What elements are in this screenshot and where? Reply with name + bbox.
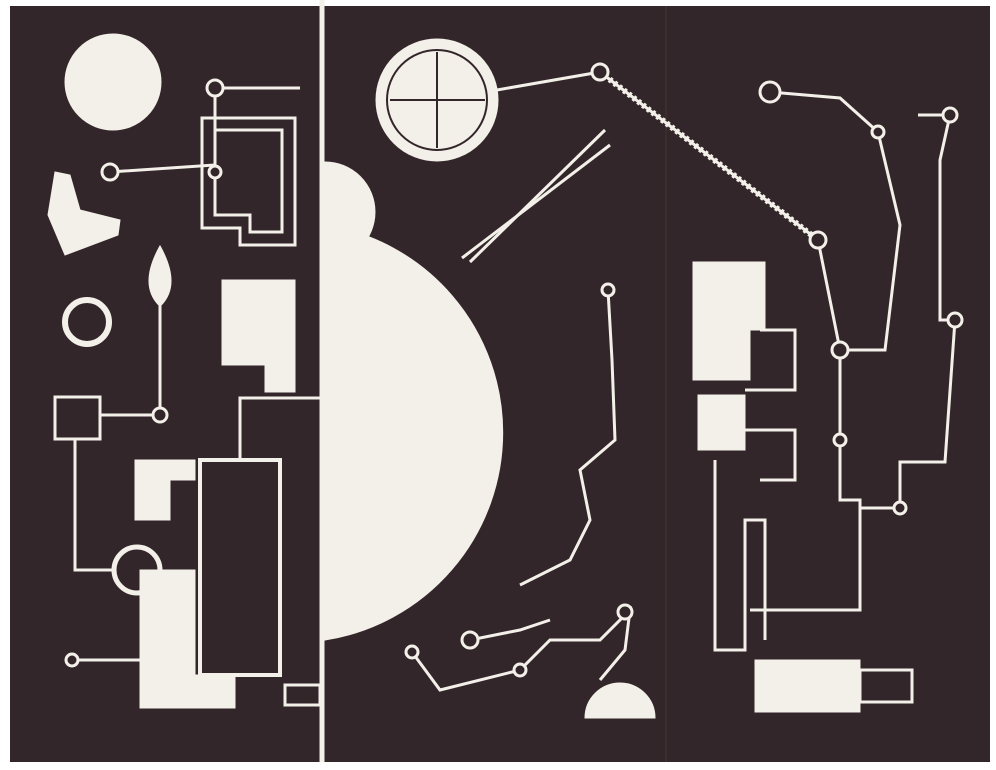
diagonal-rod-line: [461, 143, 611, 260]
square-outline: [53, 395, 102, 441]
node: [64, 652, 80, 668]
outlined-shapes: [53, 38, 914, 707]
right-top-block: [692, 261, 766, 381]
tall-rectangle: [198, 458, 282, 677]
nested-l-inner: [213, 128, 284, 234]
mid-connector-line: [238, 396, 322, 460]
node: [758, 80, 782, 104]
node-circles: [64, 62, 964, 678]
node: [207, 164, 223, 180]
small-rect-outline: [858, 668, 914, 704]
small-bar-outline: [283, 683, 322, 707]
right-mid-block: [697, 394, 746, 451]
node: [600, 282, 616, 298]
node: [892, 500, 908, 516]
left-block: [221, 279, 296, 393]
node: [616, 603, 634, 621]
central-hemisphere: [324, 224, 504, 641]
node: [404, 644, 420, 660]
node: [946, 311, 964, 329]
small-block: [134, 459, 196, 521]
right-chain-line: [496, 70, 862, 612]
top-left-medallion: [64, 33, 162, 131]
node: [830, 340, 850, 360]
node: [460, 630, 480, 650]
right-building-wing: [745, 328, 797, 392]
white-filled-shapes: [47, 33, 861, 719]
lower-left-connector-line: [73, 440, 115, 572]
middle-chain-line: [519, 289, 617, 587]
ring-shape: [62, 297, 112, 347]
nested-l-shape: [200, 116, 297, 247]
lower-circle: [111, 544, 163, 596]
node: [205, 78, 225, 98]
boomerang-shape: [47, 171, 121, 256]
node: [808, 230, 828, 250]
node: [100, 162, 120, 182]
node: [870, 124, 886, 140]
right-building-outline: [713, 460, 767, 652]
lattice-boom: [598, 69, 820, 243]
node: [512, 662, 528, 678]
right-curve-line: [769, 90, 902, 352]
node: [590, 62, 610, 82]
half-dome: [584, 682, 656, 719]
white-line-network: [72, 0, 957, 762]
diagonal-rod-line-2: [468, 128, 607, 264]
bottom-chain-line: [410, 605, 633, 692]
right-bottom-block: [754, 659, 861, 713]
node: [941, 106, 959, 124]
leaf-shape: [148, 244, 172, 308]
bottom-branch-line: [469, 618, 551, 642]
compass-inner-ring: [386, 49, 488, 151]
node: [832, 432, 848, 448]
right-building-wing-2: [735, 428, 797, 482]
node: [151, 406, 169, 424]
small-hemisphere: [324, 161, 376, 263]
